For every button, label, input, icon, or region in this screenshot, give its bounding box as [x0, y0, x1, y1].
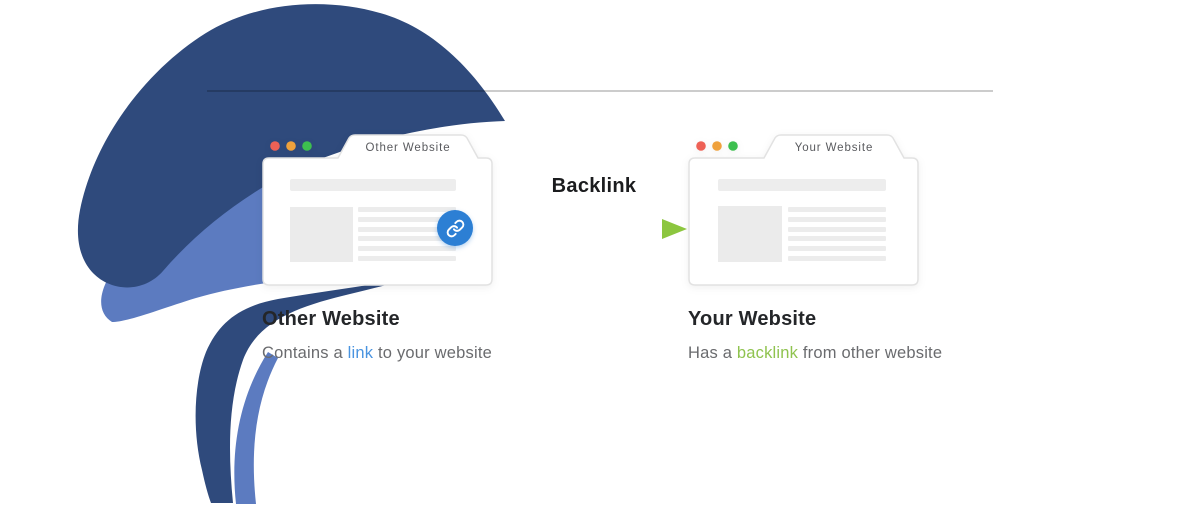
- caption-suffix: from other website: [798, 344, 943, 362]
- image-placeholder: [718, 206, 782, 262]
- arrow-head: [662, 219, 687, 239]
- backlink-label: Backlink: [551, 175, 637, 197]
- divider-line: [207, 90, 993, 92]
- your-website-caption: Your Website Has a backlink from other w…: [688, 308, 988, 363]
- traffic-light-red: [696, 141, 706, 151]
- tab-title: Other Website: [366, 142, 451, 154]
- page-header-placeholder: [718, 179, 886, 191]
- traffic-light-yellow: [286, 141, 296, 151]
- text-lines-placeholder: [788, 207, 886, 261]
- text-lines-placeholder: [358, 207, 456, 261]
- link-keyword[interactable]: link: [347, 344, 374, 362]
- backlink-keyword: backlink: [736, 344, 799, 362]
- traffic-light-green: [728, 141, 738, 151]
- tab-title: Your Website: [795, 142, 874, 154]
- traffic-light-red: [270, 141, 280, 151]
- caption-suffix: to your website: [373, 344, 492, 362]
- other-website-window: Other Website: [262, 134, 494, 287]
- traffic-light-yellow: [712, 141, 722, 151]
- caption-prefix: Contains a: [262, 344, 348, 362]
- other-website-caption: Other Website Contains a link to your we…: [262, 308, 562, 363]
- chain-link-icon: [446, 219, 464, 237]
- link-icon[interactable]: [437, 210, 473, 246]
- backlink-arrow: [497, 219, 687, 239]
- image-placeholder: [290, 207, 353, 262]
- caption-prefix: Has a: [688, 344, 737, 362]
- your-website-window: Your Website: [688, 134, 920, 287]
- your-website-heading: Your Website: [688, 308, 817, 330]
- other-website-heading: Other Website: [262, 308, 400, 330]
- other-website-subtext: Contains a link to your website: [262, 344, 562, 363]
- swirl-dark-bottom: [195, 270, 445, 503]
- your-website-subtext: Has a backlink from other website: [688, 344, 988, 363]
- traffic-light-green: [302, 141, 312, 151]
- swirl-light-sliver: [234, 352, 278, 504]
- page-header-placeholder: [290, 179, 456, 191]
